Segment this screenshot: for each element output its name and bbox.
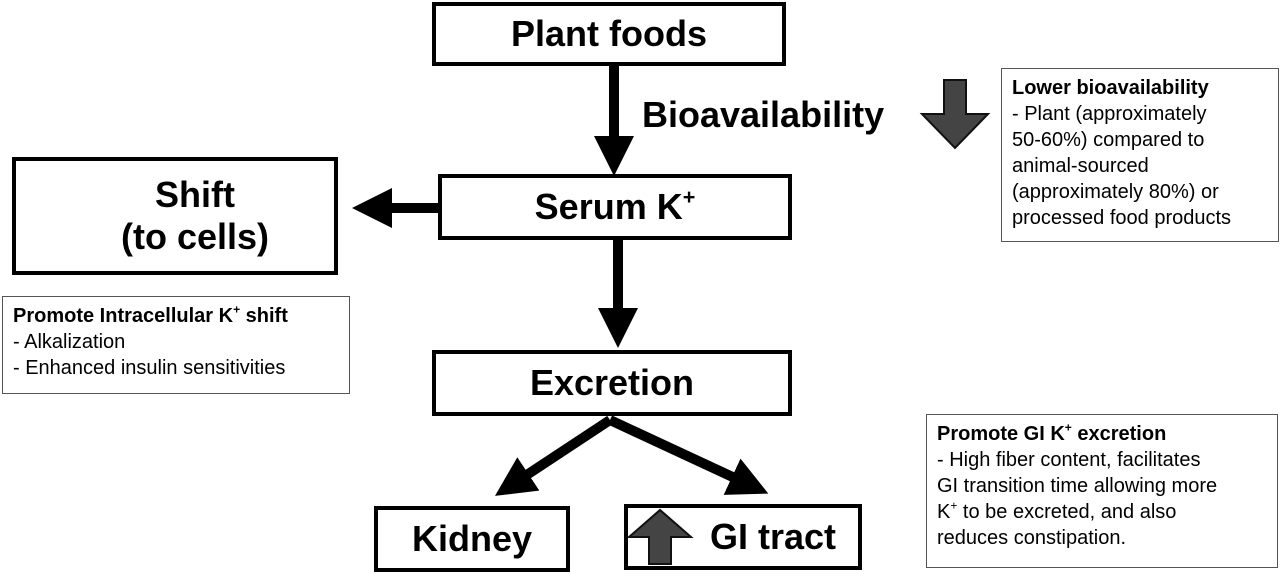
note-gi-excretion: Promote GI K+ excretion - High fiber con… bbox=[926, 414, 1278, 568]
note-line: reduces constipation. bbox=[937, 527, 1127, 549]
note-line: processed food products bbox=[1012, 207, 1232, 229]
note-line: GI transition time allowing more bbox=[937, 475, 1218, 497]
note-line: 50-60%) compared to bbox=[1012, 129, 1205, 151]
note-lower-bioavailability: Lower bioavailability - Plant (approxima… bbox=[1001, 68, 1279, 242]
note-title: Promote Intracellular K+ shift bbox=[13, 302, 288, 327]
note-line: - Alkalization bbox=[13, 331, 126, 353]
node-label-line2: (to cells) bbox=[120, 216, 270, 257]
node-gi-tract: GI tract bbox=[624, 504, 862, 570]
up-arrow-icon bbox=[626, 508, 694, 565]
note-line: (approximately 80%) or bbox=[1012, 181, 1219, 203]
node-label: Serum K+ bbox=[534, 183, 696, 227]
node-label: GI tract bbox=[709, 516, 837, 557]
node-label: Kidney bbox=[411, 518, 533, 559]
node-serum-k: Serum K+ bbox=[438, 174, 792, 240]
node-shift: Shift (to cells) bbox=[12, 157, 338, 275]
node-excretion: Excretion bbox=[432, 350, 792, 416]
node-label-line1: Shift bbox=[155, 174, 235, 215]
note-line: K+ to be excreted, and also bbox=[937, 498, 1177, 523]
node-plant-foods: Plant foods bbox=[432, 2, 786, 66]
arrow-excretion-to-kidney bbox=[494, 415, 613, 496]
node-kidney: Kidney bbox=[374, 506, 570, 572]
down-arrow-icon bbox=[919, 79, 991, 150]
note-line: - Enhanced insulin sensitivities bbox=[13, 357, 286, 379]
note-line: animal-sourced bbox=[1012, 155, 1149, 177]
note-line: - High fiber content, facilitates bbox=[937, 449, 1201, 471]
node-label: Excretion bbox=[529, 362, 695, 403]
edge-label-bioavailability: Bioavailability bbox=[642, 94, 885, 135]
arrow-excretion-to-gi bbox=[607, 415, 769, 495]
note-intracellular-shift: Promote Intracellular K+ shift - Alkaliz… bbox=[2, 296, 350, 394]
note-title: Lower bioavailability bbox=[1012, 77, 1209, 99]
node-label: Plant foods bbox=[511, 13, 707, 54]
note-title: Promote GI K+ excretion bbox=[937, 420, 1167, 445]
note-line: - Plant (approximately bbox=[1012, 103, 1207, 125]
